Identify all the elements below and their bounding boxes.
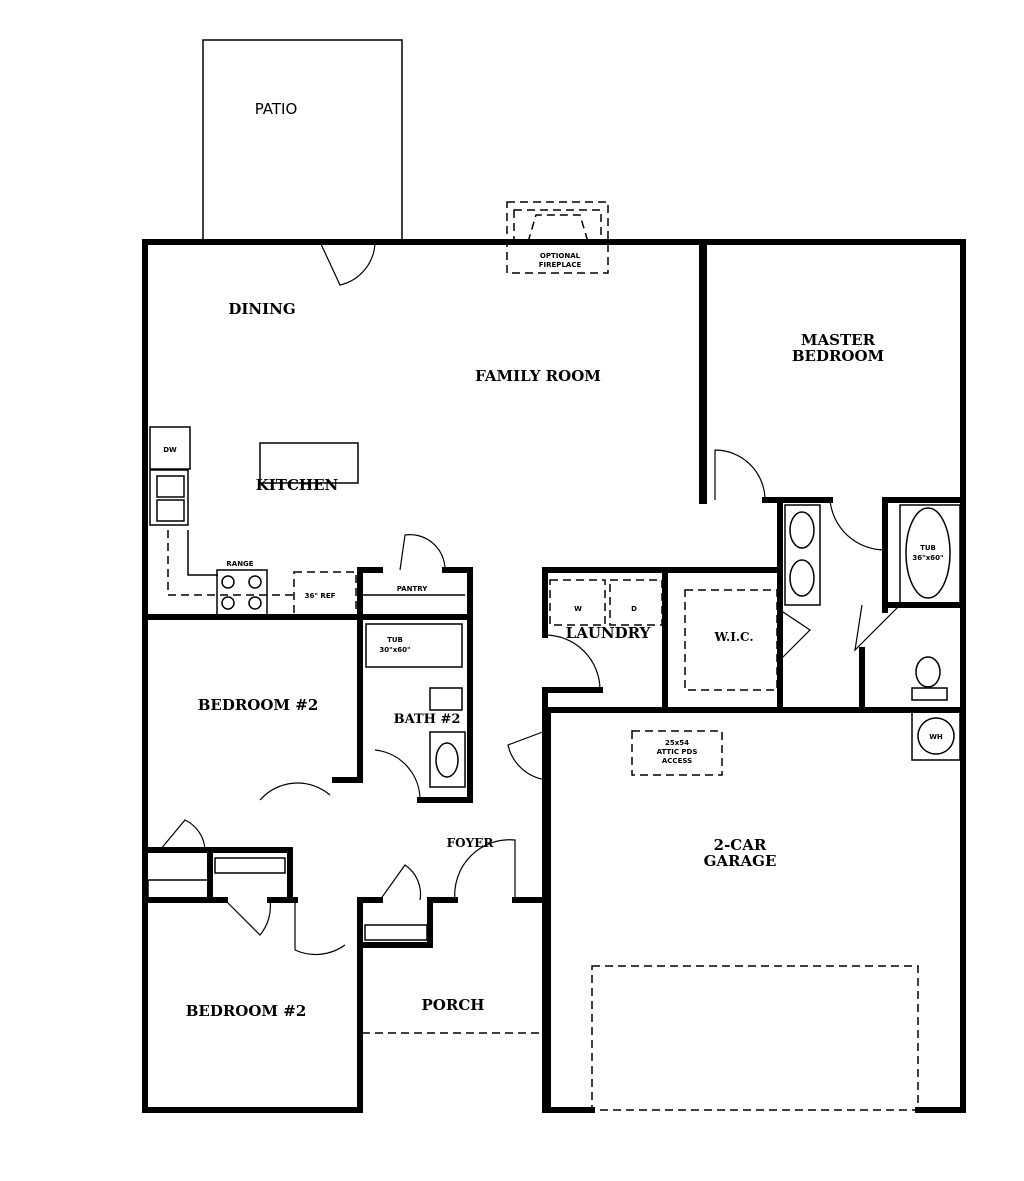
dishwasher xyxy=(149,426,191,470)
kitchen-fixtures xyxy=(149,426,465,616)
fireplace-label: OPTIONAL xyxy=(540,252,581,260)
exterior-walls xyxy=(142,239,966,1113)
room-label-kitchen: KITCHEN xyxy=(256,476,339,494)
garage-door xyxy=(591,965,919,1111)
room-label-family-room: FAMILY ROOM xyxy=(475,367,601,385)
dryer xyxy=(609,579,663,626)
tub xyxy=(365,623,463,668)
kitchen-island xyxy=(259,442,359,484)
room-label-wic: W.I.C. xyxy=(713,630,753,644)
fireplace-label: FIREPLACE xyxy=(539,261,582,269)
ref-label: 36" REF xyxy=(305,592,336,600)
doors xyxy=(159,241,901,956)
toilet xyxy=(915,656,941,688)
patio xyxy=(202,39,403,243)
master-tub-label: TUB xyxy=(920,544,936,552)
double-vanity xyxy=(784,504,821,606)
closet-shelf xyxy=(147,879,209,899)
refrigerator xyxy=(293,571,357,616)
master-tub-label: 36"x60" xyxy=(912,554,943,562)
room-label-master: BEDROOM xyxy=(792,347,884,365)
range xyxy=(216,569,268,616)
vanity xyxy=(429,731,466,788)
room-label-laundry: LAUNDRY xyxy=(566,624,651,642)
wh-label: WH xyxy=(929,733,943,741)
room-label-master: MASTER xyxy=(801,331,876,349)
room-label-bedroom-2-lower: BEDROOM #2 xyxy=(186,1002,307,1020)
water-heater xyxy=(911,711,961,761)
dryer-label: D xyxy=(631,605,637,613)
range-label: RANGE xyxy=(226,560,253,568)
room-label-patio: PATIO xyxy=(255,100,298,118)
room-label-garage: GARAGE xyxy=(704,852,777,870)
tub-label: 30"x60" xyxy=(379,646,410,654)
washer xyxy=(549,579,606,626)
room-label-bedroom-2-upper: BEDROOM #2 xyxy=(198,696,319,714)
room-label-porch: PORCH xyxy=(422,996,485,1014)
room-label-dining: DINING xyxy=(228,300,295,318)
utility-fixtures xyxy=(147,504,961,1111)
room-label-foyer: FOYER xyxy=(447,836,495,850)
washer-label: W xyxy=(574,605,582,613)
attic-access xyxy=(631,730,723,776)
bath2-fixtures xyxy=(365,623,466,788)
interior-walls xyxy=(142,241,966,1113)
dw-label: DW xyxy=(163,446,177,454)
wic-shelf xyxy=(684,589,778,691)
attic-label: ACCESS xyxy=(662,757,692,765)
room-label-garage: 2-CAR xyxy=(714,836,767,854)
sink xyxy=(149,469,189,526)
pantry-label: PANTRY xyxy=(397,585,429,593)
attic-label: ATTIC PDS xyxy=(657,748,698,756)
optional-fireplace xyxy=(506,201,609,274)
master-tub xyxy=(899,504,961,604)
tub-label: TUB xyxy=(387,636,403,644)
attic-label: 25x54 xyxy=(665,739,689,747)
room-label-bath2: BATH #2 xyxy=(394,712,461,727)
